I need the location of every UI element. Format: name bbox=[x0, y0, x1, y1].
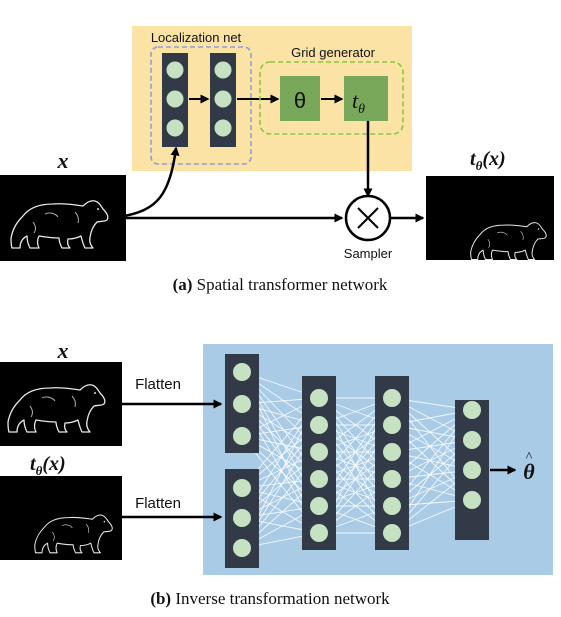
network-node bbox=[310, 497, 328, 515]
network-node bbox=[233, 427, 251, 445]
network-node bbox=[463, 491, 481, 509]
network-node bbox=[383, 416, 401, 434]
network-node bbox=[383, 443, 401, 461]
network-node bbox=[233, 395, 251, 413]
grid-generator-box bbox=[259, 61, 404, 135]
input-t-label-b: tθ(x) bbox=[30, 453, 66, 478]
loc-node bbox=[214, 119, 232, 137]
loc-node bbox=[166, 61, 184, 79]
theta-symbol: θ bbox=[294, 88, 306, 113]
multiply-stroke bbox=[357, 207, 379, 229]
input-x-label-b: x bbox=[57, 338, 69, 363]
sampler-label: Sampler bbox=[344, 246, 393, 261]
arrow-icon bbox=[123, 146, 180, 218]
loc-node bbox=[166, 90, 184, 108]
theta-hat-label: θ bbox=[523, 459, 535, 484]
network-node bbox=[310, 389, 328, 407]
network-node bbox=[310, 416, 328, 434]
output-image bbox=[426, 176, 554, 260]
grid-generator-label: Grid generator bbox=[291, 45, 375, 60]
network-node bbox=[463, 461, 481, 479]
network-node bbox=[310, 524, 328, 542]
input-x-label: x bbox=[57, 148, 69, 173]
network-node bbox=[383, 389, 401, 407]
loc-node bbox=[214, 90, 232, 108]
network-node bbox=[463, 431, 481, 449]
network-node bbox=[310, 470, 328, 488]
flatten-label-2: Flatten bbox=[135, 495, 181, 512]
t-theta-label: tθ bbox=[352, 88, 365, 117]
output-label: tθ(x) bbox=[470, 148, 506, 173]
network-node bbox=[233, 539, 251, 557]
loc-node bbox=[166, 119, 184, 137]
network-node bbox=[233, 479, 251, 497]
network-nodes bbox=[233, 363, 481, 557]
theta-box bbox=[280, 76, 320, 121]
network-node bbox=[233, 509, 251, 527]
loc-node bbox=[214, 61, 232, 79]
flatten-label-1: Flatten bbox=[135, 376, 181, 393]
network-node bbox=[383, 497, 401, 515]
localization-net-label: Localization net bbox=[151, 30, 242, 45]
localization-net-box bbox=[150, 46, 252, 165]
network-node bbox=[310, 443, 328, 461]
caption-b: (b) Inverse transformation network bbox=[150, 589, 390, 608]
network-node bbox=[233, 363, 251, 381]
network-node bbox=[383, 524, 401, 542]
network-node bbox=[463, 401, 481, 419]
caption-a: (a) Spatial transformer network bbox=[173, 275, 388, 294]
network-node bbox=[383, 470, 401, 488]
t-theta-box bbox=[344, 76, 388, 121]
hat-accent: ^ bbox=[526, 450, 533, 465]
